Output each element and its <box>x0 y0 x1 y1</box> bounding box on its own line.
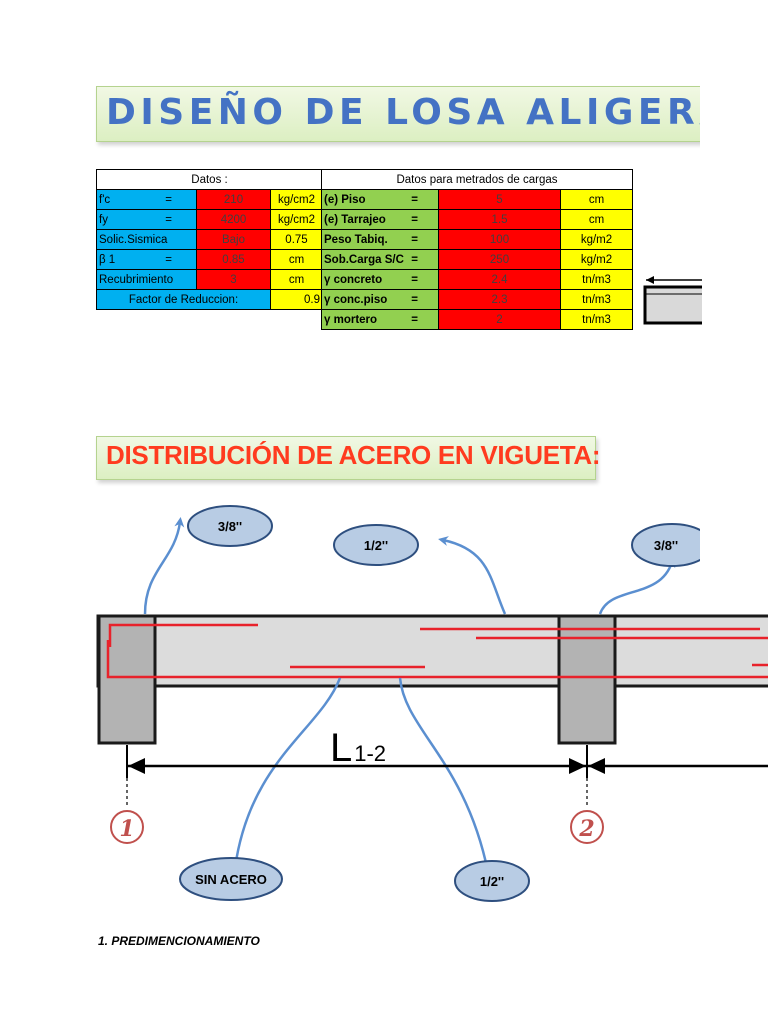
label-bubble <box>187 505 273 547</box>
table-row: γ mortero= 2 tn/m3 <box>321 309 634 330</box>
leader-arrow <box>598 557 676 615</box>
arrowhead-icon <box>646 276 654 284</box>
bubble-label-top-right: 3/8'' <box>654 538 678 553</box>
page-title: DISEÑO DE LOSA ALIGERAD <box>106 92 766 133</box>
load-label: γ concreto <box>324 273 383 286</box>
span-dimension <box>126 745 768 808</box>
load-label: Sob.Carga S/C <box>324 253 404 266</box>
table-row: β 1= 0.85 cm <box>96 249 323 270</box>
table-row: Factor de Reduccion: 0.9 <box>96 289 323 310</box>
load-value[interactable]: 2.3 <box>438 289 561 310</box>
subtitle-banner <box>96 436 596 480</box>
bubble-label-bottom-mid: 1/2'' <box>480 874 504 889</box>
table-row: (e) Piso= 5 cm <box>321 189 634 210</box>
rebar-top-left <box>108 623 258 647</box>
label-bubble <box>333 524 419 566</box>
support-marker-2 <box>570 810 604 844</box>
section-outline <box>643 285 702 325</box>
factor-label: Factor de Reduccion: <box>96 289 271 310</box>
leader-arrow <box>398 677 492 877</box>
datos-table: Datos : f'c= 210 kg/cm2 fy= 4200 kg/cm2 … <box>96 169 323 310</box>
rebar-group <box>106 623 768 679</box>
param-unit: cm <box>270 269 323 290</box>
factor-value[interactable]: 0.9 <box>270 289 323 310</box>
param-value[interactable]: 3 <box>196 269 271 290</box>
bubble-label-top-mid: 1/2'' <box>364 538 388 553</box>
table-row: Recubrimiento 3 cm <box>96 269 323 290</box>
arrowhead-icon <box>569 758 586 774</box>
slab-section-sketch <box>643 276 702 325</box>
param-value[interactable]: 0.85 <box>196 249 271 270</box>
table-row: Peso Tabiq.= 100 kg/m2 <box>321 229 634 250</box>
load-value[interactable]: 2 <box>438 309 561 330</box>
support-number: 2 <box>578 816 594 842</box>
span-label: L1-2 <box>330 726 386 770</box>
load-unit: kg/m2 <box>559 249 634 270</box>
support-number: 1 <box>119 816 134 842</box>
param-label: Recubrimiento <box>99 273 174 286</box>
load-unit: tn/m3 <box>559 269 634 290</box>
title-clip <box>700 80 768 150</box>
load-label: Peso Tabiq. <box>324 233 388 246</box>
param-value[interactable]: 4200 <box>196 209 271 230</box>
load-unit: tn/m3 <box>559 289 634 310</box>
load-value[interactable]: 2.4 <box>438 269 561 290</box>
load-unit: cm <box>559 209 634 230</box>
section-heading: 1. PREDIMENCIONAMIENTO <box>98 934 260 948</box>
vigueta-diagram: L1-2 1 2 3/8'' 1/2'' 3/8'' SIN ACERO 1/2… <box>96 500 768 902</box>
rebar-bottom-main <box>106 640 768 679</box>
section-subtitle: DISTRIBUCIÓN DE ACERO EN VIGUETA: <box>106 440 601 470</box>
table-row: fy= 4200 kg/cm2 <box>96 209 323 230</box>
crop-mask <box>700 500 768 600</box>
param-unit: 0.75 <box>270 229 323 250</box>
label-bubble <box>179 857 283 901</box>
leader-arrows <box>143 517 676 877</box>
support-right <box>557 614 617 745</box>
param-label: f'c <box>99 193 111 206</box>
title-banner <box>96 86 741 142</box>
load-unit: cm <box>559 189 634 210</box>
arrowhead-icon <box>588 758 605 774</box>
datos-header: Datos : <box>96 169 323 190</box>
load-value[interactable]: 5 <box>438 189 561 210</box>
param-value[interactable]: 210 <box>196 189 271 210</box>
load-unit: tn/m3 <box>559 309 634 330</box>
beam-body <box>96 614 768 688</box>
param-unit: cm <box>270 249 323 270</box>
leader-arrow <box>143 517 185 615</box>
table-row: (e) Tarrajeo= 1.5 cm <box>321 209 634 230</box>
metrados-header: Datos para metrados de cargas <box>320 169 634 190</box>
load-value[interactable]: 250 <box>438 249 561 270</box>
label-bubble <box>454 860 530 902</box>
arrowhead-icon <box>128 758 145 774</box>
support-left <box>97 614 157 745</box>
param-label: fy <box>99 213 108 226</box>
table-row: Sob.Carga S/C= 250 kg/m2 <box>321 249 634 270</box>
table-row: f'c= 210 kg/cm2 <box>96 189 323 210</box>
load-label: γ mortero <box>324 313 378 326</box>
leader-arrow <box>230 677 342 873</box>
load-value[interactable]: 1.5 <box>438 209 561 230</box>
table-row: Solic.Sismica Bajo 0.75 <box>96 229 323 250</box>
param-unit: kg/cm2 <box>270 209 323 230</box>
leader-arrow <box>438 536 507 615</box>
bubble-label-top-left: 3/8'' <box>218 519 242 534</box>
load-value[interactable]: 100 <box>438 229 561 250</box>
load-unit: kg/m2 <box>559 229 634 250</box>
param-value[interactable]: Bajo <box>196 229 271 250</box>
param-label: β 1 <box>99 253 116 266</box>
metrados-table: Datos para metrados de cargas (e) Piso= … <box>320 169 634 330</box>
param-unit: kg/cm2 <box>270 189 323 210</box>
param-label: Solic.Sismica <box>99 233 168 246</box>
support-marker-1 <box>110 810 144 844</box>
load-label: γ conc.piso <box>324 293 388 306</box>
bubble-label-bottom-left: SIN ACERO <box>195 872 267 887</box>
load-label: (e) Piso <box>324 193 366 206</box>
table-row: γ conc.piso= 2.3 tn/m3 <box>321 289 634 310</box>
load-label: (e) Tarrajeo <box>324 213 386 226</box>
table-row: γ concreto= 2.4 tn/m3 <box>321 269 634 290</box>
